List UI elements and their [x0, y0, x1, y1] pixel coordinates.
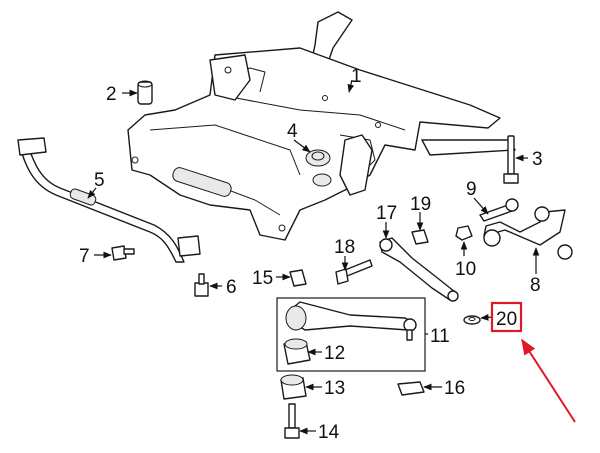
callout-18: 18 [334, 237, 355, 258]
part-2-bushing [137, 80, 153, 105]
part-18-bolt [335, 259, 373, 285]
part-19-nut [411, 229, 429, 245]
callout-14: 14 [318, 422, 340, 443]
callout-20: 20 [496, 309, 517, 330]
subframe-drawing [127, 11, 516, 241]
callout-10: 10 [455, 259, 476, 280]
part-10-nut [455, 225, 473, 241]
part-11-lower-arm [276, 297, 426, 372]
highlight-box [490, 301, 523, 333]
callout-16: 16 [444, 378, 465, 399]
callout-12: 12 [324, 343, 345, 364]
callout-labels: 1 2 3 4 5 6 7 8 9 10 11 12 13 14 15 16 1… [79, 66, 543, 443]
part-16-bracket [397, 381, 425, 396]
highlight [490, 301, 576, 423]
red-arrow [521, 338, 576, 423]
part-17-front-arm [379, 237, 459, 302]
callout-1: 1 [351, 66, 362, 87]
part-8-upper-arm [483, 206, 573, 260]
callout-13: 13 [324, 378, 345, 399]
part-20-washer [463, 315, 481, 325]
part-3-bolt [503, 135, 519, 184]
callout-3: 3 [532, 149, 543, 170]
part-7-bolt [111, 245, 135, 261]
callout-15: 15 [252, 268, 273, 289]
callout-6: 6 [226, 277, 237, 298]
callout-9: 9 [466, 179, 477, 200]
callout-5: 5 [94, 170, 105, 191]
callout-4: 4 [287, 121, 298, 142]
callout-7: 7 [79, 246, 90, 267]
callout-17: 17 [376, 203, 397, 224]
callout-8: 8 [530, 275, 541, 296]
callout-2: 2 [106, 84, 117, 105]
part-6-bolt [194, 273, 209, 297]
part-13-bushing [280, 374, 307, 400]
part-14-bolt [284, 403, 300, 439]
part-5-stabilizer-bar [17, 137, 201, 263]
callout-11: 11 [430, 326, 450, 347]
callout-19: 19 [410, 194, 431, 215]
part-9-link [479, 198, 519, 222]
part-12-bushing [283, 338, 311, 365]
part-15-clip [289, 269, 307, 287]
